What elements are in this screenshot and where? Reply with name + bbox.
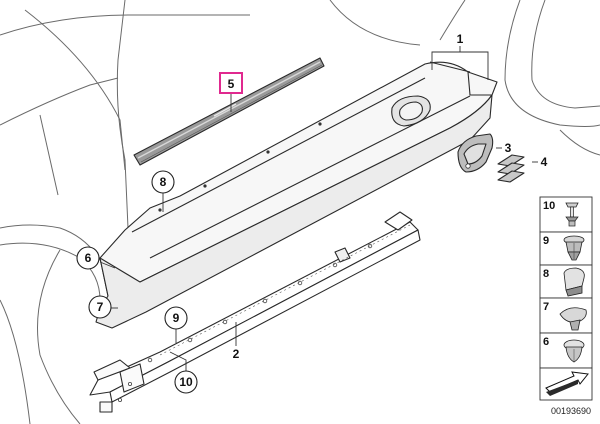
side-sill-panel-part-1 <box>95 61 498 329</box>
svg-text:10: 10 <box>179 375 193 389</box>
svg-text:9: 9 <box>173 311 180 325</box>
legend-label-9: 9 <box>543 235 549 247</box>
legend-label-10: 10 <box>543 200 555 212</box>
callout-2: 2 <box>233 347 240 361</box>
svg-text:1: 1 <box>457 32 464 46</box>
callout-3: 3 <box>505 141 512 155</box>
svg-text:6: 6 <box>85 251 92 265</box>
callout-6: 6 <box>76 246 100 270</box>
legend-label-8: 8 <box>543 268 549 280</box>
flat-clip-icon <box>559 307 587 331</box>
callout-8: 8 <box>151 170 175 194</box>
legend-label-7: 7 <box>543 301 549 313</box>
legend-label-6: 6 <box>543 336 549 348</box>
mushroom-clip-icon <box>563 339 585 363</box>
svg-text:4: 4 <box>541 155 548 169</box>
callout-1: 1 <box>457 32 464 46</box>
callout-7: 7 <box>88 295 112 319</box>
direction-arrow-icon <box>545 371 589 396</box>
sill-strip-part-5 <box>133 57 325 166</box>
push-pin-clip-icon <box>565 202 579 227</box>
catalog-number: 00193690 <box>551 406 591 416</box>
callout-9: 9 <box>164 306 188 330</box>
expanding-rivet-icon <box>563 235 585 261</box>
svg-text:3: 3 <box>505 141 512 155</box>
callout-5-highlighted: 5 <box>219 72 243 94</box>
svg-text:7: 7 <box>97 300 104 314</box>
reinforcement-rail-part-2 <box>89 211 421 413</box>
svg-text:5: 5 <box>228 77 235 91</box>
plastic-nut-clip-icon <box>563 267 585 297</box>
svg-text:8: 8 <box>160 175 167 189</box>
bracket-part-3 <box>457 133 494 173</box>
leader-lines <box>99 46 538 371</box>
svg-text:2: 2 <box>233 347 240 361</box>
trim-clips-part-4 <box>497 154 525 183</box>
callout-4: 4 <box>541 155 548 169</box>
fastener-legend: 10 9 8 7 6 <box>539 196 593 401</box>
callout-10: 10 <box>174 370 198 394</box>
